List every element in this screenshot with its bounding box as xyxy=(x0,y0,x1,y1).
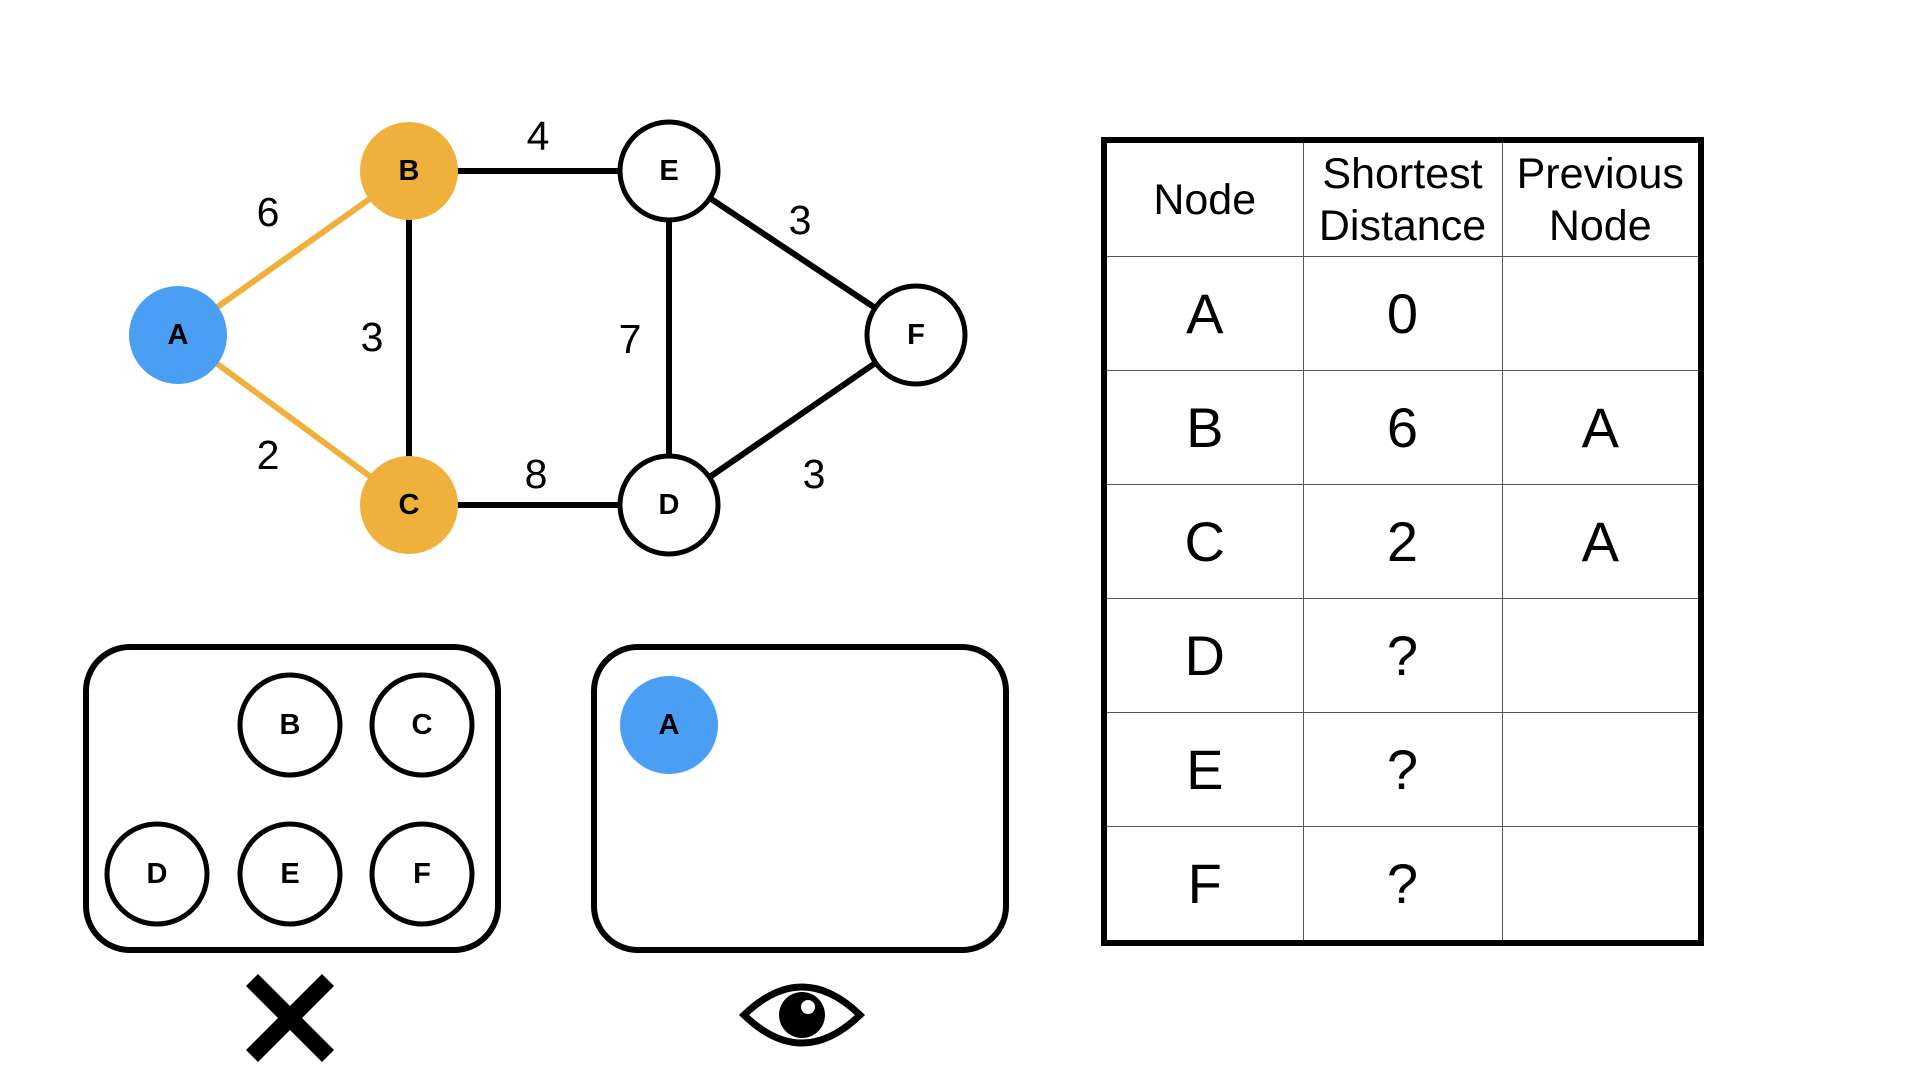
unvisited-node-f-circle xyxy=(369,821,475,927)
node-f: F xyxy=(864,283,968,387)
edge-weight-e-d: 7 xyxy=(619,316,642,362)
visited-set-box xyxy=(591,644,1009,953)
row-node: E xyxy=(1103,712,1304,827)
unvisited-node-f-label: F xyxy=(413,858,431,890)
node-c-circle xyxy=(360,456,458,554)
node-a-label: A xyxy=(168,319,189,351)
unvisited-set-nodes: B C D E F xyxy=(104,672,475,927)
edge-weight-a-c: 2 xyxy=(257,432,280,478)
visited-node-a-circle xyxy=(620,676,718,774)
table-row: C 2 A xyxy=(1103,484,1702,599)
node-a-circle xyxy=(129,286,227,384)
node-f-label: F xyxy=(907,319,925,351)
cross-icon xyxy=(245,973,335,1063)
row-distance: ? xyxy=(1302,598,1503,713)
unvisited-node-b: B xyxy=(237,672,343,778)
edge-weights-layer: 6 2 3 4 8 7 3 3 xyxy=(257,113,826,497)
unvisited-node-e: E xyxy=(237,821,343,927)
header-previous-node-line1: Previous xyxy=(1516,149,1684,198)
node-d-circle xyxy=(617,453,721,557)
row-previous xyxy=(1501,598,1702,713)
nodes-layer: A B C D E F xyxy=(129,119,968,557)
visited-set-nodes: A xyxy=(620,676,718,774)
row-previous xyxy=(1501,256,1702,371)
node-e: E xyxy=(617,119,721,223)
unvisited-node-c-circle xyxy=(369,672,475,778)
header-previous-node: Previous Node xyxy=(1501,139,1702,257)
table-row: B 6 A xyxy=(1103,370,1702,485)
unvisited-node-f: F xyxy=(369,821,475,927)
edge-weight-b-e: 4 xyxy=(527,113,550,159)
node-d: D xyxy=(617,453,721,557)
eye-icon xyxy=(738,983,866,1047)
row-distance: 0 xyxy=(1302,256,1503,371)
unvisited-node-e-circle xyxy=(237,821,343,927)
node-b-label: B xyxy=(399,155,420,187)
header-shortest-distance-line1: Shortest xyxy=(1322,149,1483,198)
visited-node-a-label: A xyxy=(659,709,680,741)
distance-table: Node Shortest Distance Previous Node A 0… xyxy=(1101,137,1704,946)
row-node: C xyxy=(1103,484,1304,599)
row-distance: 2 xyxy=(1302,484,1503,599)
table-header-row: Node Shortest Distance Previous Node xyxy=(1103,139,1702,257)
row-node: A xyxy=(1103,256,1304,371)
header-node: Node xyxy=(1103,139,1304,257)
node-b: B xyxy=(360,122,458,220)
unvisited-node-e-label: E xyxy=(280,858,299,890)
node-d-label: D xyxy=(659,489,680,521)
table-row: F ? xyxy=(1103,826,1702,944)
row-previous xyxy=(1501,712,1702,827)
unvisited-node-d: D xyxy=(104,821,210,927)
header-shortest-distance: Shortest Distance xyxy=(1302,139,1503,257)
node-e-label: E xyxy=(659,155,678,187)
edge-weight-e-f: 3 xyxy=(789,197,812,243)
row-distance: ? xyxy=(1302,826,1503,944)
row-node: F xyxy=(1103,826,1304,944)
table-row: E ? xyxy=(1103,712,1702,827)
row-previous xyxy=(1501,826,1702,944)
node-c-label: C xyxy=(399,489,420,521)
visited-node-a: A xyxy=(620,676,718,774)
node-b-circle xyxy=(360,122,458,220)
unvisited-node-b-label: B xyxy=(280,709,301,741)
header-shortest-distance-line2: Distance xyxy=(1318,201,1487,250)
edge-weight-c-d: 8 xyxy=(525,451,548,497)
table-row: A 0 xyxy=(1103,256,1702,371)
edge-weight-a-b: 6 xyxy=(257,189,280,235)
node-e-circle xyxy=(617,119,721,223)
row-previous: A xyxy=(1501,370,1702,485)
unvisited-node-d-label: D xyxy=(147,858,168,890)
edge-weight-b-c: 3 xyxy=(361,314,384,360)
edge-weight-d-f: 3 xyxy=(803,451,826,497)
row-node: D xyxy=(1103,598,1304,713)
unvisited-node-c-label: C xyxy=(412,709,433,741)
node-c: C xyxy=(360,456,458,554)
unvisited-set-box xyxy=(83,644,501,953)
header-previous-node-line2: Node xyxy=(1548,201,1652,250)
node-a: A xyxy=(129,286,227,384)
unvisited-node-d-circle xyxy=(104,821,210,927)
row-previous: A xyxy=(1501,484,1702,599)
node-f-circle xyxy=(864,283,968,387)
unvisited-node-b-circle xyxy=(237,672,343,778)
table-row: D ? xyxy=(1103,598,1702,713)
unvisited-node-c: C xyxy=(369,672,475,778)
row-distance: ? xyxy=(1302,712,1503,827)
row-node: B xyxy=(1103,370,1304,485)
row-distance: 6 xyxy=(1302,370,1503,485)
